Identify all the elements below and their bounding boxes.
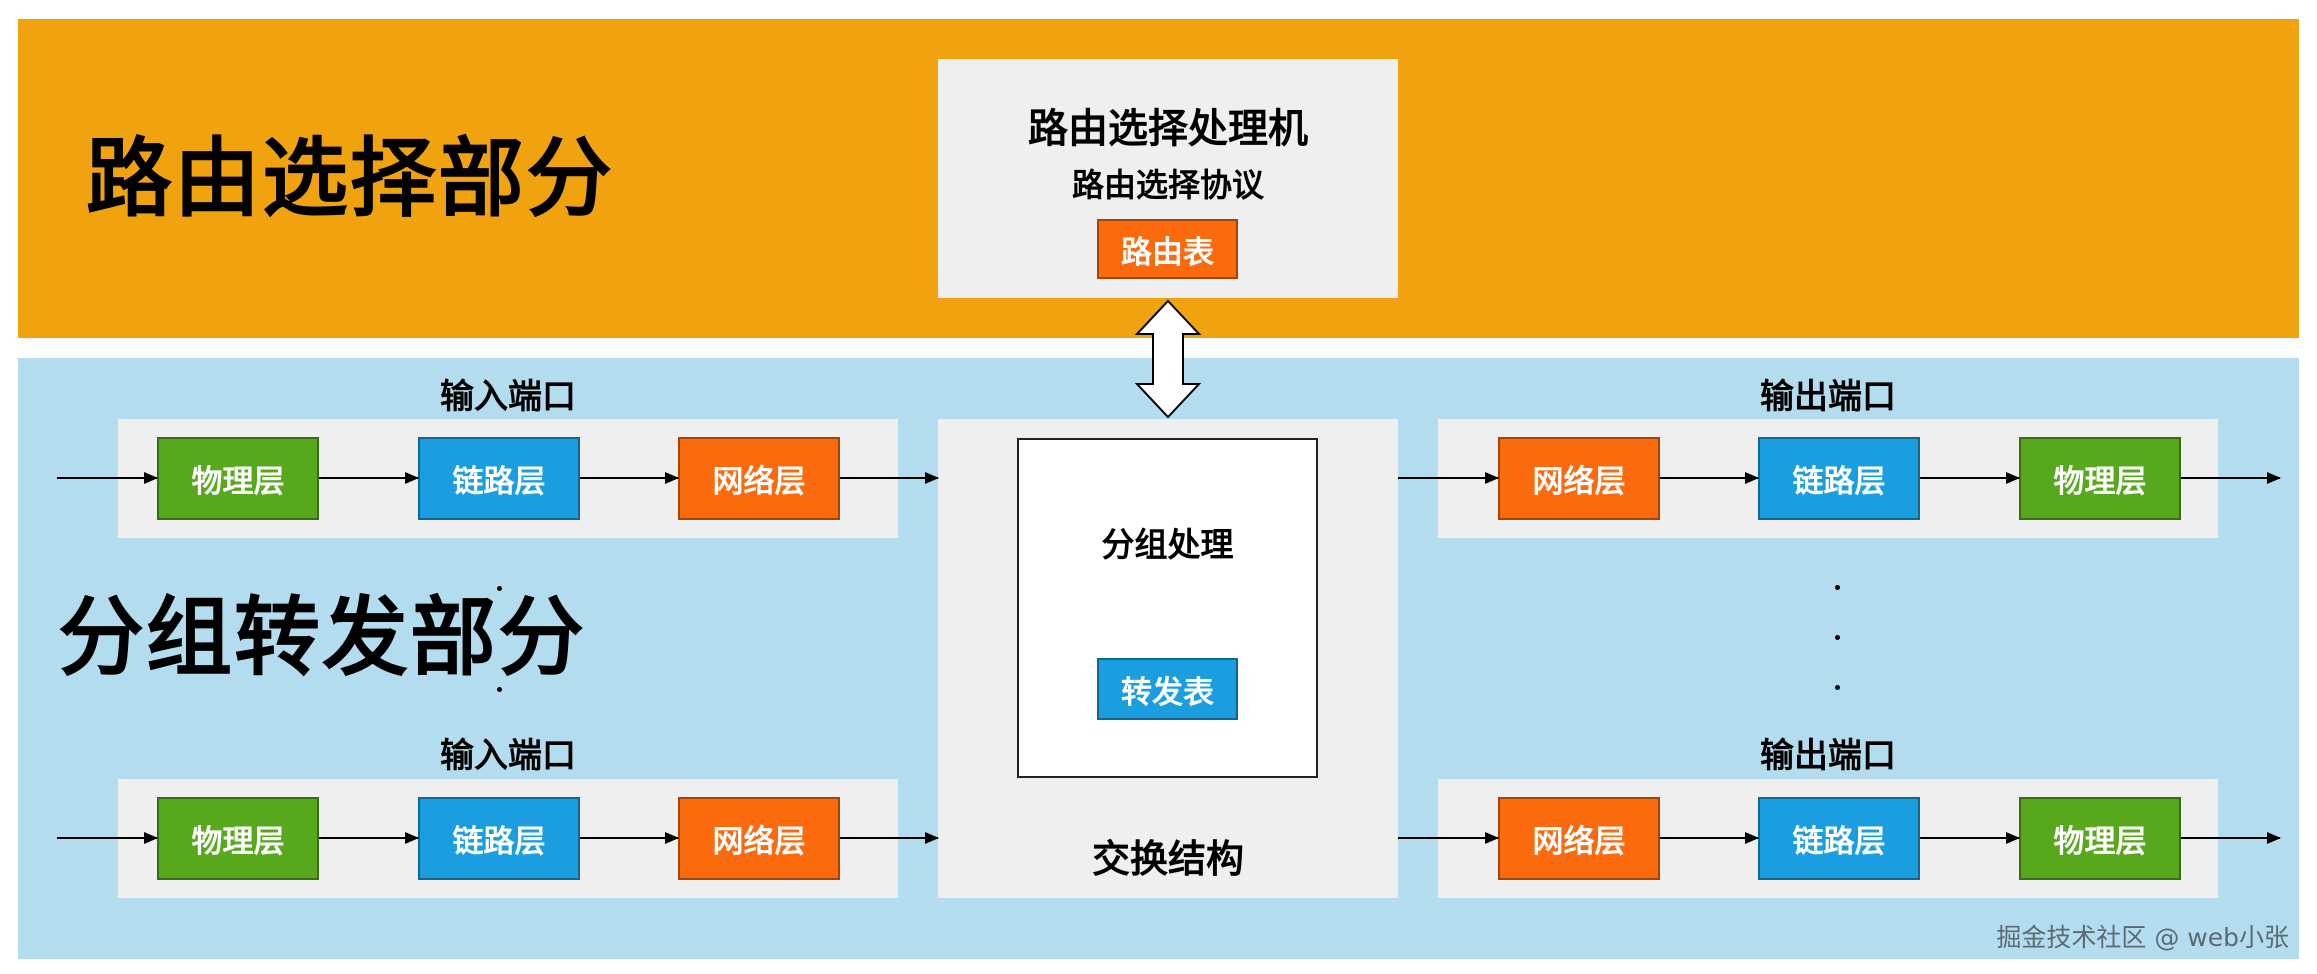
- switch-fabric-label: 交换结构: [1091, 837, 1244, 881]
- physical-layer-box: 物理层: [2019, 437, 2181, 520]
- watermark: 掘金技术社区 @ web小张: [1996, 923, 2289, 952]
- routing-table-box: 路由表: [1097, 219, 1238, 279]
- ellipsis-dot: [1835, 585, 1840, 590]
- output-port-label-2: 输出端口: [1760, 736, 1896, 776]
- routing-processor-title: 路由选择处理机: [1028, 106, 1308, 152]
- packet-processing-label: 分组处理: [1101, 525, 1234, 564]
- network-layer-box: 网络层: [678, 797, 840, 880]
- bidirectional-arrow: [1134, 299, 1202, 419]
- packet-processing-box: [1017, 438, 1318, 778]
- physical-layer-box: 物理层: [2019, 797, 2181, 880]
- routing-section-title: 路由选择部分: [86, 129, 614, 229]
- ellipsis-dot: [1835, 635, 1840, 640]
- network-layer-box: 网络层: [678, 437, 840, 520]
- link-layer-box: 链路层: [418, 437, 580, 520]
- ellipsis-dot: [497, 586, 502, 591]
- input-port-label-2: 输入端口: [440, 736, 576, 776]
- network-layer-box: 网络层: [1498, 797, 1660, 880]
- output-port-label-1: 输出端口: [1760, 377, 1896, 417]
- forwarding-table-box: 转发表: [1097, 658, 1238, 720]
- input-port-label-1: 输入端口: [440, 377, 576, 417]
- network-layer-box: 网络层: [1498, 437, 1660, 520]
- link-layer-box: 链路层: [1758, 437, 1920, 520]
- link-layer-box: 链路层: [1758, 797, 1920, 880]
- routing-protocol-label: 路由选择协议: [1071, 166, 1264, 204]
- ellipsis-dot: [1835, 685, 1840, 690]
- physical-layer-box: 物理层: [157, 437, 319, 520]
- forwarding-section-title: 分组转发部分: [58, 588, 586, 688]
- physical-layer-box: 物理层: [157, 797, 319, 880]
- ellipsis-dot: [497, 687, 502, 692]
- link-layer-box: 链路层: [418, 797, 580, 880]
